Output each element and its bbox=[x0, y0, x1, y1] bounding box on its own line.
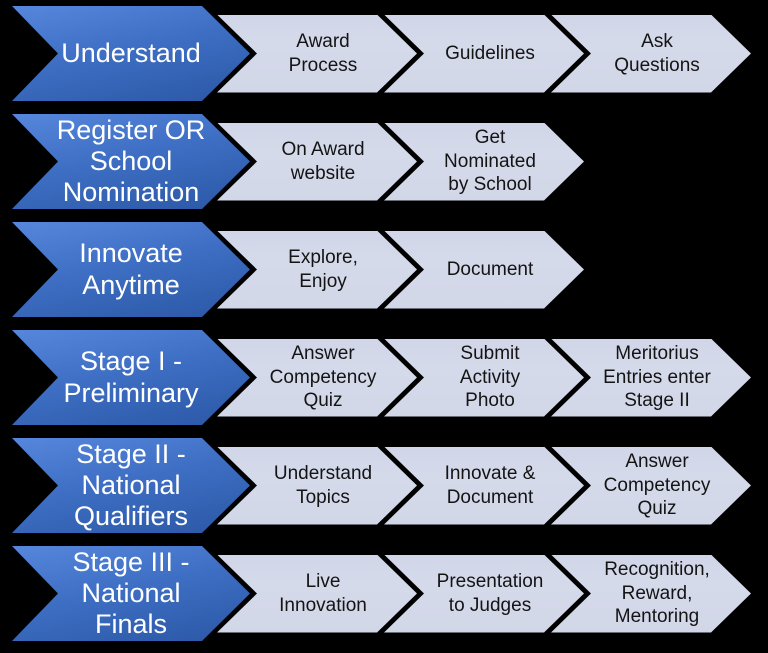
step-label: Recognition, Reward, Mentoring bbox=[604, 559, 710, 628]
flow-row-stage2: Stage II - National Qualifiers Understan… bbox=[0, 438, 768, 533]
stage-chevron-register: Register OR School Nomination bbox=[12, 114, 250, 209]
flow-row-innovate: Innovate Anytime Explore, Enjoy Document bbox=[0, 222, 768, 317]
step-label: Meritorius Entries enter Stage II bbox=[603, 343, 711, 412]
step-label: Answer Competency Quiz bbox=[269, 343, 377, 412]
stage-chevron-stage1: Stage I - Preliminary bbox=[12, 330, 250, 425]
stage-label: Understand bbox=[61, 37, 201, 68]
step-chevron: Ask Questions bbox=[551, 14, 751, 93]
stage-label: Innovate Anytime bbox=[79, 238, 183, 300]
step-label: Ask Questions bbox=[614, 30, 700, 76]
stage-chevron-stage2: Stage II - National Qualifiers bbox=[12, 438, 250, 533]
flow-row-understand: Understand Award Process Guidelines Ask … bbox=[0, 6, 768, 101]
step-label: Understand Topics bbox=[273, 462, 373, 508]
step-label: Explore, Enjoy bbox=[288, 246, 358, 292]
flow-row-register: Register OR School Nomination On Award w… bbox=[0, 114, 768, 209]
step-label: Guidelines bbox=[445, 42, 535, 64]
step-label: Award Process bbox=[288, 30, 358, 76]
stage-chevron-stage3: Stage III - National Finals bbox=[12, 546, 250, 641]
step-label: Answer Competency Quiz bbox=[603, 451, 711, 520]
step-chevron: Get Nominated by School bbox=[384, 122, 584, 201]
stage-chevron-understand: Understand bbox=[12, 6, 250, 101]
step-label: Get Nominated by School bbox=[444, 127, 536, 196]
stage-label: Register OR School Nomination bbox=[56, 114, 206, 208]
step-chevron: Meritorius Entries enter Stage II bbox=[551, 338, 751, 417]
stage-label: Stage II - National Qualifiers bbox=[73, 438, 189, 532]
step-label: Document bbox=[446, 258, 534, 280]
stage-label: Stage III - National Finals bbox=[72, 546, 190, 640]
stage-chevron-innovate: Innovate Anytime bbox=[12, 222, 250, 317]
step-label: Submit Activity Photo bbox=[459, 343, 521, 412]
flow-row-stage3: Stage III - National Finals Live Innovat… bbox=[0, 546, 768, 641]
step-label: Live Innovation bbox=[279, 570, 367, 616]
step-label: On Award website bbox=[281, 138, 365, 184]
step-label: Innovate & Document bbox=[444, 462, 536, 508]
stage-label: Stage I - Preliminary bbox=[63, 346, 199, 408]
flow-row-stage1: Stage I - Preliminary Answer Competency … bbox=[0, 330, 768, 425]
step-label: Presentation to Judges bbox=[436, 570, 544, 616]
